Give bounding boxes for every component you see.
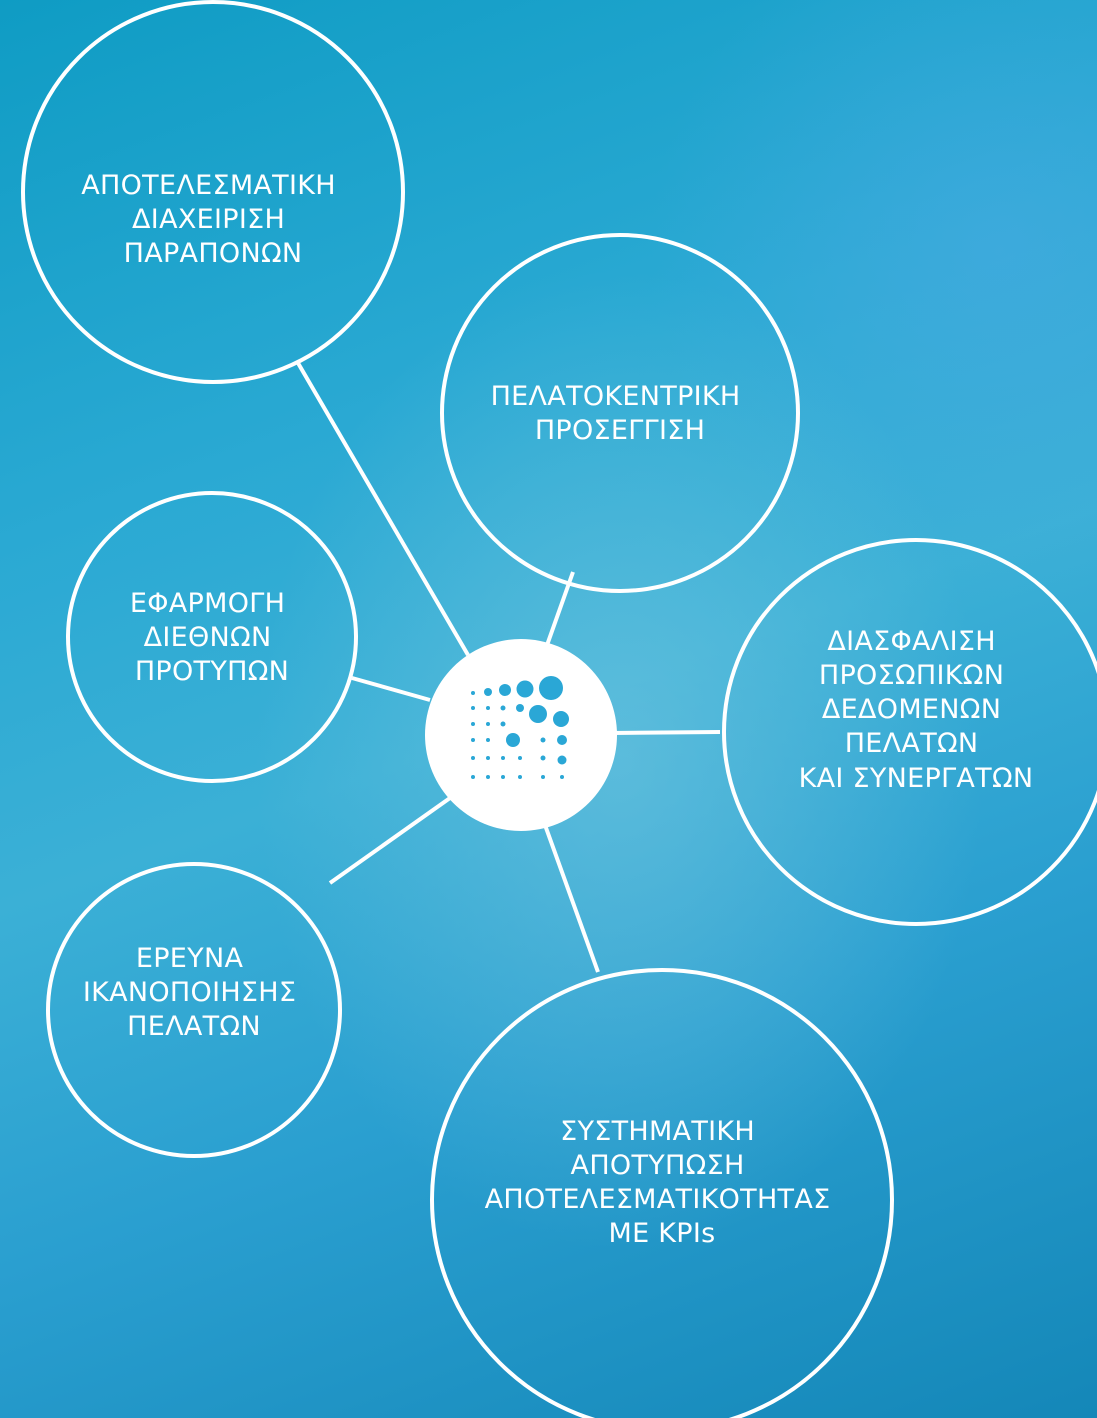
connector-data-protection [611, 730, 721, 735]
node-satisfaction-label: ΕΡΕΥΝΑ ΙΚΑΝΟΠΟΙΗΣΗΣ ΠΕΛΑΤΩΝ [83, 943, 305, 1042]
node-line: ΠΡΟΣΩΠΙΚΩΝ [819, 660, 1004, 691]
node-line: ΔΙΑΧΕΙΡΙΣΗ [132, 204, 285, 235]
node-kpis: ΣΥΣΤΗΜΑΤΙΚΗ ΑΠΟΤΥΠΩΣΗ ΑΠΟΤΕΛΕΣΜΑΤΙΚΟΤΗΤΑ… [430, 968, 894, 1418]
dot-matrix-logo-icon [471, 676, 569, 779]
connector-satisfaction [328, 796, 452, 885]
node-line: ΜΕ KPIs [608, 1218, 715, 1249]
node-line: ΕΦΑΡΜΟΓΗ [130, 588, 285, 619]
node-line: ΚΑΙ ΣΥΝΕΡΓΑΤΩΝ [799, 763, 1034, 794]
node-data-protection: ΔΙΑΣΦΑΛΙΣΗ ΠΡΟΣΩΠΙΚΩΝ ΔΕΔΟΜΕΝΩΝ ΠΕΛΑΤΩΝ … [722, 538, 1097, 926]
node-complaints-label: ΑΠΟΤΕΛΕΣΜΑΤΙΚΗ ΔΙΑΧΕΙΡΙΣΗ ΠΑΡΑΠΟΝΩΝ [81, 170, 345, 269]
node-line: ΠΕΛΑΤΩΝ [127, 1011, 261, 1042]
connector-standards [351, 676, 431, 702]
node-line: ΣΥΣΤΗΜΑΤΙΚΗ [560, 1116, 755, 1147]
node-line: ΔΙΑΣΦΑΛΙΣΗ [827, 626, 995, 657]
node-data-protection-label: ΔΙΑΣΦΑΛΙΣΗ ΠΡΟΣΩΠΙΚΩΝ ΔΕΔΟΜΕΝΩΝ ΠΕΛΑΤΩΝ … [799, 626, 1034, 794]
node-line: ΑΠΟΤΥΠΩΣΗ [571, 1150, 745, 1181]
node-customer-centric: ΠΕΛΑΤΟΚΕΝΤΡΙΚΗ ΠΡΟΣΕΓΓΙΣΗ [440, 233, 800, 593]
node-line: ΙΚΑΝΟΠΟΙΗΣΗΣ [83, 977, 296, 1008]
node-line: ΔΕΔΟΜΕΝΩΝ [822, 694, 1001, 725]
node-line: ΕΡΕΥΝΑ [136, 943, 244, 974]
node-line: ΠΡΟΣΕΓΓΙΣΗ [535, 415, 705, 446]
node-line: ΔΙΕΘΝΩΝ [144, 622, 272, 653]
node-line: ΠΕΛΑΤΟΚΕΝΤΡΙΚΗ [491, 381, 741, 412]
node-satisfaction: ΕΡΕΥΝΑ ΙΚΑΝΟΠΟΙΗΣΗΣ ΠΕΛΑΤΩΝ [46, 862, 342, 1158]
node-line: ΠΕΛΑΤΩΝ [845, 728, 979, 759]
node-line: ΠΑΡΑΠΟΝΩΝ [124, 238, 303, 269]
central-hub [425, 639, 617, 831]
node-complaints: ΑΠΟΤΕΛΕΣΜΑΤΙΚΗ ΔΙΑΧΕΙΡΙΣΗ ΠΑΡΑΠΟΝΩΝ [21, 0, 405, 384]
connector-kpis [543, 824, 600, 973]
node-kpis-label: ΣΥΣΤΗΜΑΤΙΚΗ ΑΠΟΤΥΠΩΣΗ ΑΠΟΤΕΛΕΣΜΑΤΙΚΟΤΗΤΑ… [485, 1116, 840, 1249]
node-line: ΑΠΟΤΕΛΕΣΜΑΤΙΚΟΤΗΤΑΣ [485, 1184, 831, 1215]
node-customer-centric-label: ΠΕΛΑΤΟΚΕΝΤΡΙΚΗ ΠΡΟΣΕΓΓΙΣΗ [491, 381, 750, 446]
node-standards-label: ΕΦΑΡΜΟΓΗ ΔΙΕΘΝΩΝ ΠΡΟΤΥΠΩΝ [130, 588, 294, 687]
connector-complaints [296, 361, 470, 657]
node-line: ΠΡΟΤΥΠΩΝ [135, 656, 289, 687]
node-line: ΑΠΟΤΕΛΕΣΜΑΤΙΚΗ [81, 170, 336, 201]
node-standards: ΕΦΑΡΜΟΓΗ ΔΙΕΘΝΩΝ ΠΡΟΤΥΠΩΝ [66, 491, 358, 783]
